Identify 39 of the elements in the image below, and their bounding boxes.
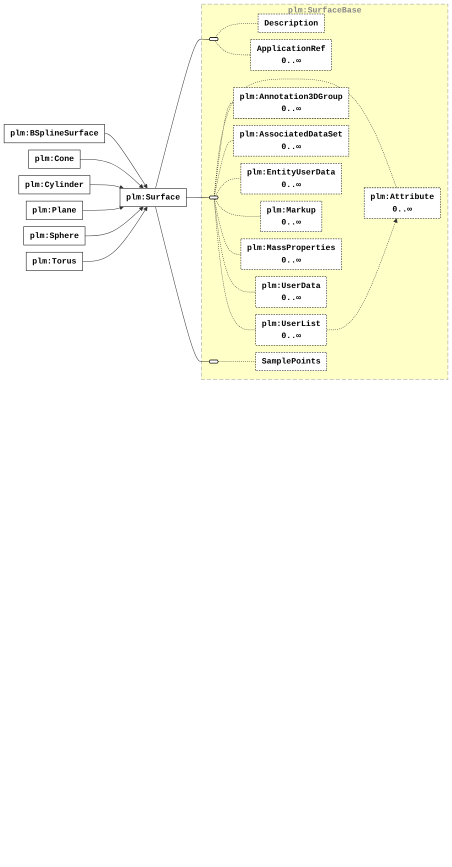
arrow: [90, 184, 124, 190]
node-box: plm:UserData 0..∞: [255, 276, 328, 308]
connector: [218, 361, 256, 362]
arrow: [80, 158, 144, 189]
arrow: [104, 133, 148, 189]
node-box: plm:Cylinder: [18, 175, 90, 194]
node-box: plm:Attribute 0..∞: [364, 188, 440, 219]
node-box: plm:MassProperties 0..∞: [240, 238, 342, 270]
node-box: Description: [258, 14, 325, 33]
connector: [214, 199, 261, 217]
arrow: [82, 206, 148, 262]
node-box: plm:Sphere: [23, 226, 86, 246]
node-box: plm:Cone: [28, 150, 80, 169]
connector: [186, 197, 210, 198]
connector: [214, 23, 258, 38]
node-box: plm:Plane: [26, 200, 83, 220]
connector: [214, 40, 251, 56]
node-box: plm:EntityUserData 0..∞: [240, 163, 342, 194]
connector: [214, 102, 234, 196]
node-box: plm:Markup 0..∞: [260, 200, 322, 232]
node-box: plm:Torus: [26, 252, 83, 271]
connector: [155, 38, 210, 189]
node-box: plm:AssociatedDataSet 0..∞: [233, 125, 350, 156]
node-box: plm:UserList 0..∞: [255, 314, 328, 346]
connector: [214, 78, 397, 196]
node-box: SamplePoints: [255, 352, 328, 372]
arrow: [84, 206, 144, 236]
node-box: plm:BSplineSurface: [4, 124, 105, 144]
arrow: [82, 206, 124, 211]
connector: [214, 199, 242, 254]
connector: [214, 199, 256, 330]
node-box: plm:Surface: [120, 188, 187, 207]
connector: [214, 199, 256, 292]
connector: [214, 178, 242, 196]
arrow: [326, 218, 398, 330]
connector: [155, 206, 210, 362]
node-box: plm:Annotation3DGroup 0..∞: [233, 87, 350, 119]
node-box: ApplicationRef 0..∞: [250, 39, 332, 71]
connector: [214, 140, 234, 196]
